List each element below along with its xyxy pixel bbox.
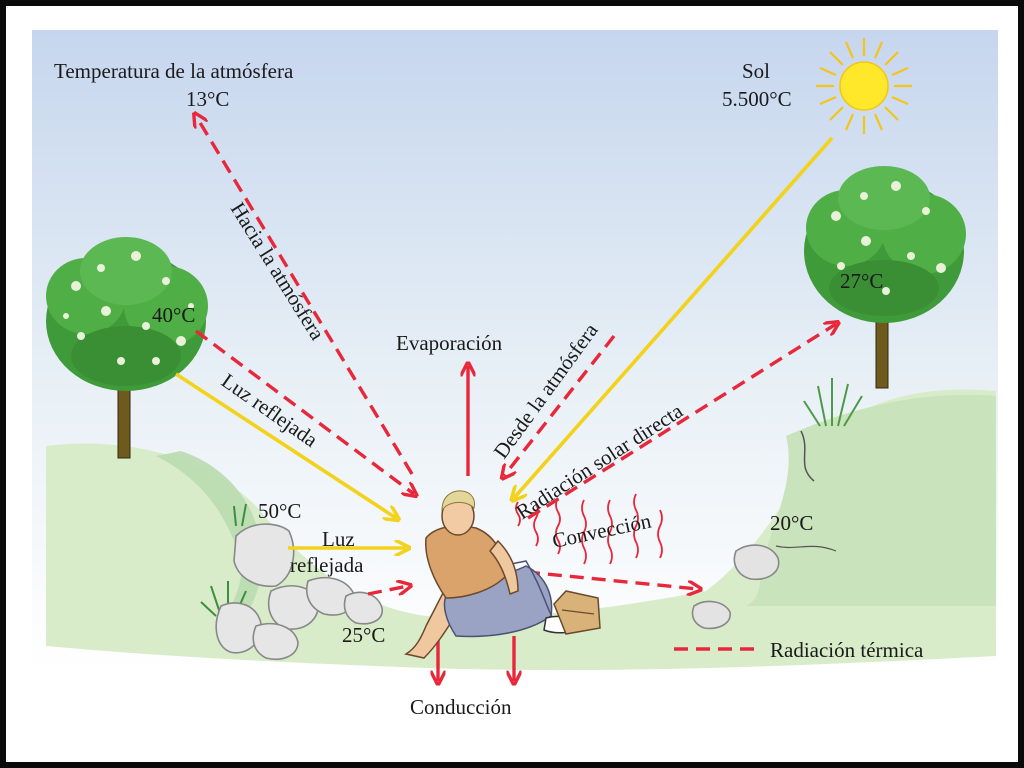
- evaporation-label: Evaporación: [396, 331, 503, 355]
- tree-right: [804, 166, 966, 389]
- cliff-crack: [775, 545, 837, 552]
- rocks-right: [691, 544, 780, 630]
- tree-right-temp: 27°C: [840, 269, 883, 293]
- atmosphere-temp: 13°C: [186, 87, 229, 111]
- tree-left-temp: 40°C: [152, 303, 195, 327]
- rocks-thermal-arrow: [367, 586, 408, 596]
- sun-icon: [816, 38, 912, 134]
- vertical-arrows: [438, 366, 514, 681]
- conduction-label: Conducción: [410, 695, 512, 719]
- stream: [156, 451, 263, 606]
- reflected-light-tree-arrow: [175, 372, 396, 518]
- reflected-light-rocks-label-2: reflejada: [290, 553, 364, 577]
- to-atmosphere-arrow: [196, 116, 414, 475]
- grass-tuft-left: [200, 503, 247, 617]
- legend: Radiación térmica: [674, 638, 924, 662]
- rocks-temp: 50°C: [258, 499, 301, 523]
- from-atmosphere-arrow: [504, 334, 616, 476]
- person-figure: [404, 490, 601, 659]
- rocks-left: [215, 523, 383, 660]
- thermal-radiation-arrows: [196, 116, 836, 594]
- backpack: [553, 590, 601, 635]
- tree-thermal-arrow: [194, 329, 414, 494]
- atmosphere-title: Temperatura de la atmósfera: [54, 59, 294, 83]
- sun-temp: 5.500°C: [722, 87, 792, 111]
- sun-title: Sol: [742, 59, 770, 83]
- right-bank-cliff: [746, 394, 996, 606]
- convection-waves: [515, 493, 663, 565]
- heat-exchange-diagram: Radiación térmica Temperatura de la atmó…: [6, 6, 1018, 762]
- ground-temp: 25°C: [342, 623, 385, 647]
- reflected-light-rocks-label-1: Luz: [322, 527, 355, 551]
- direct-sunlight-arrow: [514, 136, 834, 498]
- diagram-canvas: Radiación térmica Temperatura de la atmó…: [32, 30, 998, 719]
- grass-tuft-right: [803, 378, 863, 427]
- solar-light-arrows: [175, 136, 834, 548]
- tree-left: [46, 237, 208, 459]
- bank-right-temp: 20°C: [770, 511, 813, 535]
- legend-thermal-label: Radiación térmica: [770, 638, 924, 662]
- to-right-tree-arrow: [527, 324, 836, 520]
- cliff-crack: [800, 430, 815, 482]
- person-hair: [441, 490, 475, 512]
- to-right-rock-arrow: [525, 570, 698, 589]
